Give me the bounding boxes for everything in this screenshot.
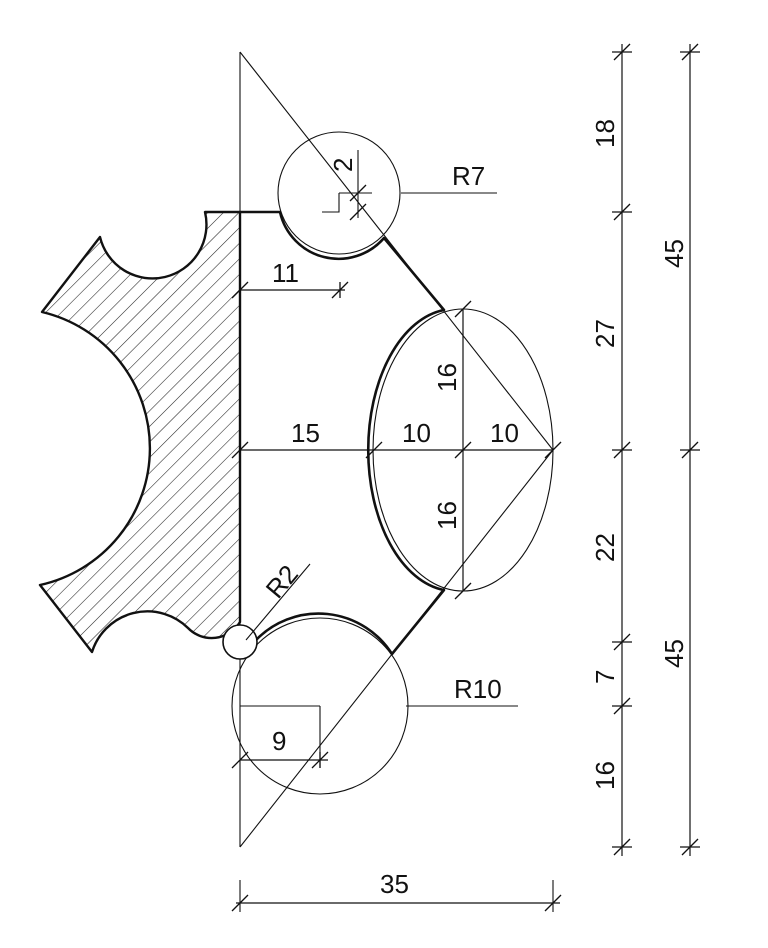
label-15: 15 — [291, 418, 320, 448]
label-r10: R10 — [454, 674, 502, 704]
label-16-chain: 16 — [590, 761, 620, 790]
label-11: 11 — [272, 258, 299, 288]
label-16-top: 16 — [432, 363, 462, 392]
label-9: 9 — [272, 726, 286, 756]
circle-r2 — [222, 624, 258, 660]
label-45-bottom: 45 — [659, 639, 689, 668]
label-22: 22 — [590, 533, 620, 562]
label-27: 27 — [590, 319, 620, 348]
label-45-top: 45 — [659, 239, 689, 268]
hatched-section — [38, 210, 242, 654]
leader-r2 — [245, 563, 311, 641]
circle-r7 — [277, 131, 401, 255]
r7-center-marker — [322, 193, 340, 213]
label-10-right: 10 — [490, 418, 519, 448]
part-outline — [240, 210, 446, 656]
label-2: 2 — [328, 158, 358, 172]
label-16-bottom: 16 — [432, 501, 462, 530]
dimension-ticks — [231, 43, 700, 912]
label-r7: R7 — [452, 161, 485, 191]
label-10-left: 10 — [402, 418, 431, 448]
label-35: 35 — [380, 869, 409, 899]
label-7: 7 — [590, 670, 620, 684]
label-r2: R2 — [260, 559, 304, 604]
label-18: 18 — [590, 119, 620, 148]
